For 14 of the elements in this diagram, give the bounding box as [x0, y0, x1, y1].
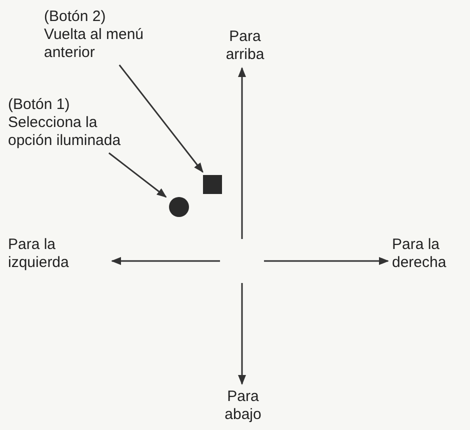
direction-label: Para arriba [215, 28, 275, 64]
leader-line [108, 152, 167, 198]
square-button-icon [203, 175, 222, 194]
direction-arrow [264, 257, 389, 265]
round-button-icon [169, 197, 189, 217]
direction-arrow [238, 67, 246, 239]
direction-arrow [111, 257, 220, 265]
direction-label: Para la izquierda [8, 236, 108, 272]
direction-label: Para abajo [215, 388, 271, 424]
direction-arrow [238, 283, 246, 385]
direction-label: Para la derecha [392, 236, 470, 272]
leader-line [118, 64, 204, 173]
button-caption: (Botón 1) Selecciona la opción iluminada [8, 96, 132, 150]
button-caption: (Botón 2) Vuelta al menú anterior [44, 8, 148, 62]
